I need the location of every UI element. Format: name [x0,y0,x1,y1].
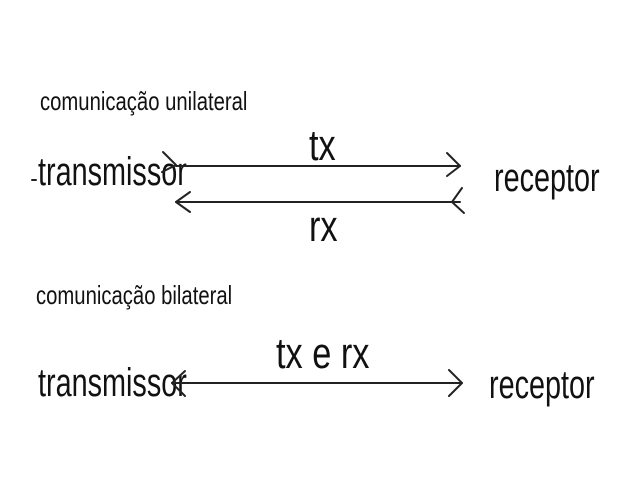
forward-link-label: tx [309,121,336,170]
unilateral-receiver-label: receptor [494,156,600,200]
forward-arrow-head [446,152,461,177]
forward-arrow-tail [161,151,177,173]
return-arrow-tail [451,187,465,214]
bilateral-receiver-label: receptor [489,363,595,407]
bidirectional-arrow-right-head [448,369,463,397]
bilateral-title: comunicação bilateral [36,280,233,310]
bidirectional-arrow [171,369,463,397]
bilateral-transmitter-label: transmissor [38,361,187,405]
return-link-label: rx [309,202,338,251]
bidirectional-link-label: tx e rx [276,329,370,378]
unilateral-title: comunicação unilateral [40,86,248,116]
forward-arrow [161,151,461,177]
return-arrow [175,187,465,214]
